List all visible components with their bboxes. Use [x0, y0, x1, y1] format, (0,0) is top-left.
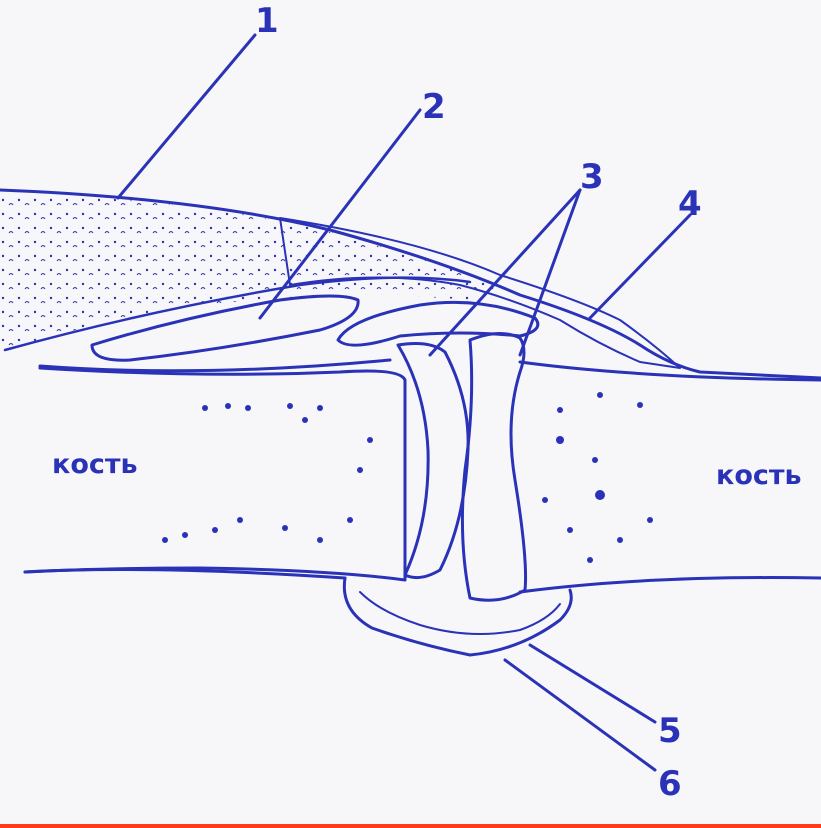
- label-3: 3: [580, 157, 604, 197]
- bone-label-right: кость: [716, 460, 802, 491]
- articular-cartilage-left: [398, 344, 468, 578]
- joint-capsule-bottom-inner: [360, 592, 560, 634]
- articular-disc: [338, 302, 538, 345]
- leader-line-3b: [520, 190, 580, 355]
- bone-texture-left: [162, 403, 373, 543]
- leader-line-1: [118, 35, 255, 198]
- label-2: 2: [422, 87, 446, 127]
- label-5: 5: [658, 711, 682, 751]
- bone-texture-right: [542, 392, 653, 563]
- label-6: 6: [658, 764, 682, 804]
- articular-cartilage-right: [462, 333, 525, 600]
- label-1: 1: [255, 1, 279, 41]
- bone-label-left: кость: [52, 449, 138, 480]
- left-bone-top-edge: [40, 360, 390, 371]
- leader-line-4: [590, 215, 690, 318]
- label-4: 4: [678, 184, 702, 224]
- bottom-rule: [0, 824, 821, 828]
- leader-line-5: [530, 645, 655, 722]
